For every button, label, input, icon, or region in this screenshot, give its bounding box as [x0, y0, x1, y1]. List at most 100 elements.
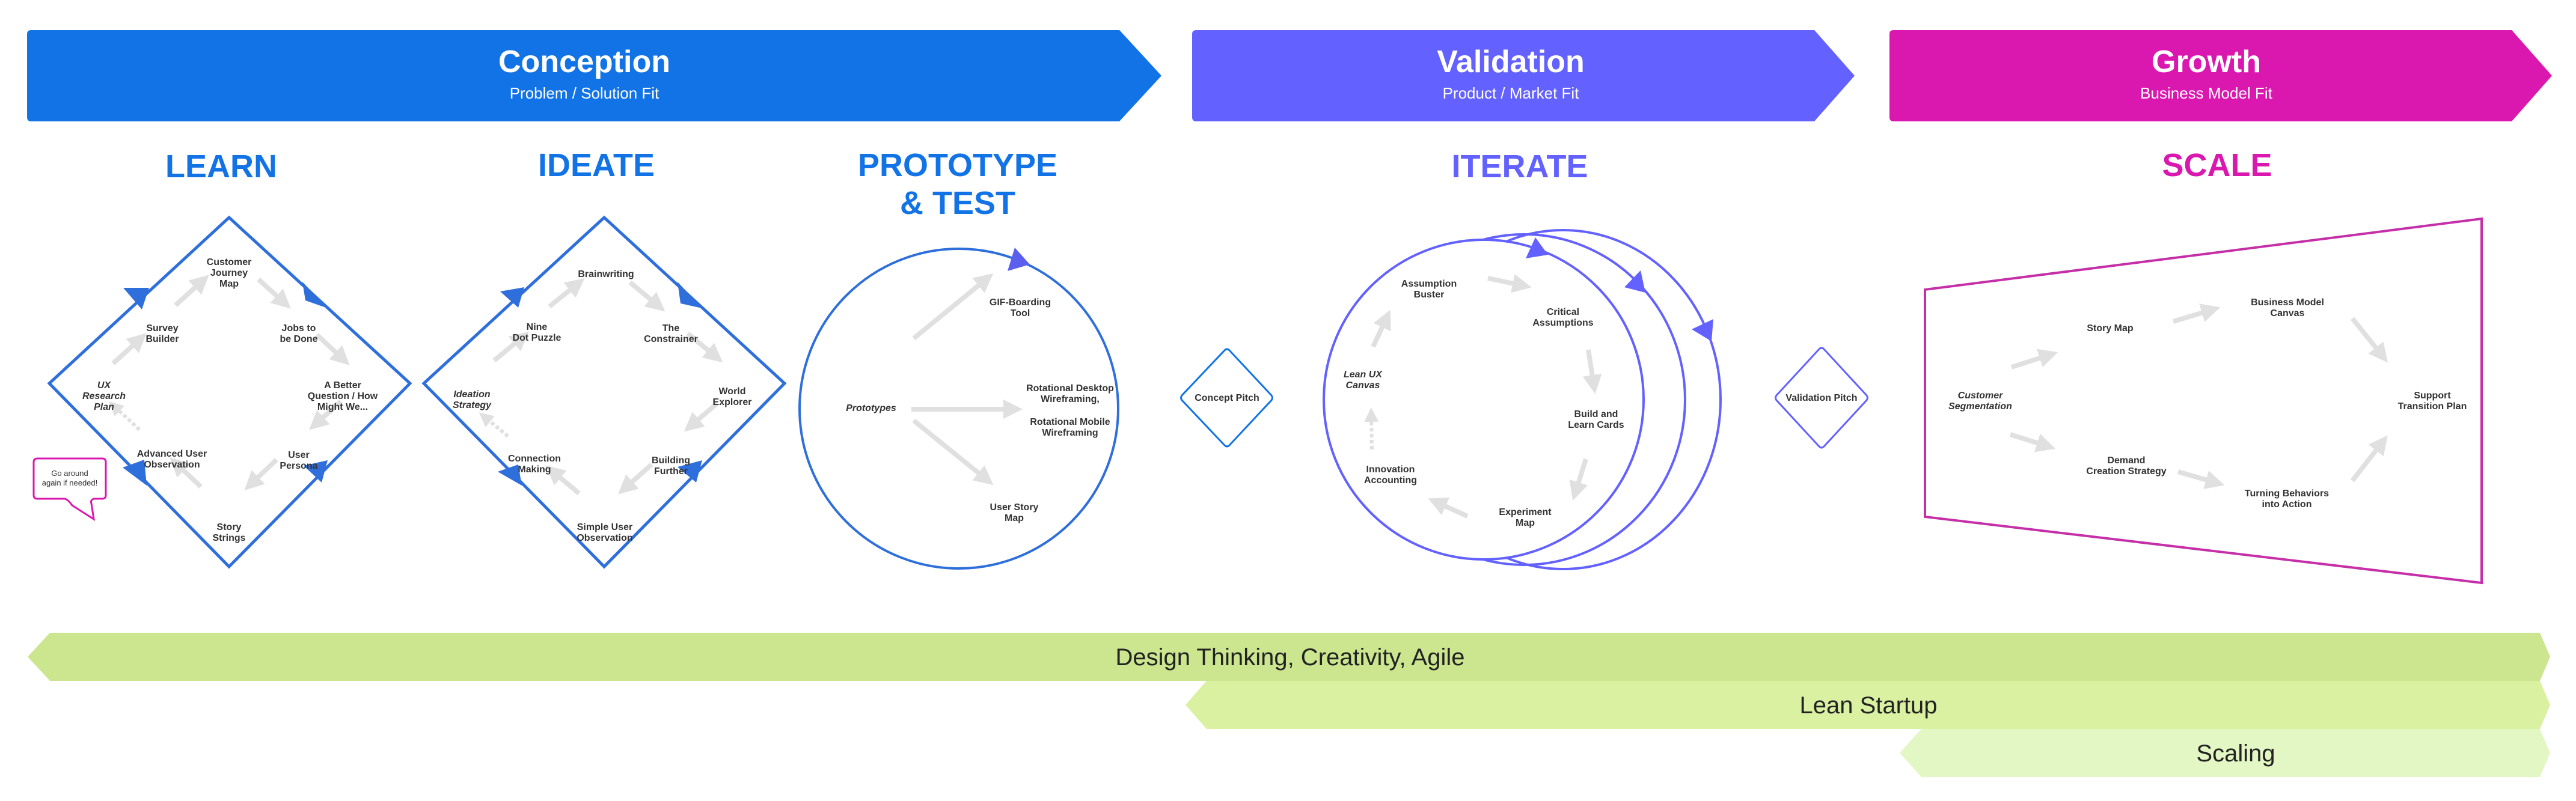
ideate-node-building-further[interactable]: Building Further: [652, 455, 690, 477]
stage-title-iterate: ITERATE: [1452, 148, 1588, 184]
ideate-node-nine-dot-puzzle[interactable]: Nine Dot Puzzle: [513, 322, 561, 343]
scale-node-turning-behaviors-into-action[interactable]: Turning Behaviors into Action: [2245, 489, 2329, 510]
node-line: Survey: [146, 323, 178, 333]
learn-node-jobs-to-be-done[interactable]: Jobs to be Done: [280, 323, 317, 344]
prototype-flow-arrow: [912, 273, 994, 341]
phase-conception: Conception Problem / Solution Fit: [27, 30, 1161, 121]
ideate-arrowhead-top-left: [500, 287, 524, 308]
node-line: Assumption: [1401, 279, 1457, 289]
node-line: Learn Cards: [1568, 420, 1624, 430]
node-line: Assumptions: [1532, 318, 1593, 328]
node-line: Support: [2414, 391, 2451, 401]
node-line: Accounting: [1364, 475, 1417, 486]
ideate-node-simple-user-observation[interactable]: Simple User Observation: [577, 522, 632, 543]
node-line: Wireframing: [1042, 428, 1098, 438]
band-scaling: Scaling: [1900, 729, 2550, 777]
learn-start-ux-research-plan[interactable]: UX Research Plan: [82, 380, 126, 412]
node-line: Wireframing,: [1041, 394, 1100, 404]
learn-flow-arrow: [111, 333, 147, 365]
learn-node-customer-journey-map[interactable]: Customer Journey Map: [207, 257, 252, 289]
iterate-node-experiment-map[interactable]: Experiment Map: [1499, 507, 1552, 528]
ideate-node-the-constrainer[interactable]: The Constrainer: [644, 323, 698, 344]
band-design-thinking: Design Thinking, Creativity, Agile: [28, 633, 2550, 681]
prototype-cycle: [798, 248, 1119, 570]
band-lean-startup-label: Lean Startup: [1799, 692, 1937, 719]
scale-funnel: [1924, 217, 2483, 585]
prototype-node-rotational-wireframing[interactable]: Rotational Desktop Wireframing, Rotation…: [1026, 383, 1114, 438]
learn-node-story-strings[interactable]: Story Strings: [212, 522, 245, 543]
scale-start-customer-segmentation[interactable]: Customer Segmentation: [1948, 391, 2012, 412]
node-line: Critical: [1547, 307, 1579, 317]
prototype-start-label: Prototypes: [846, 403, 896, 413]
node-line: Story Map: [2087, 323, 2134, 333]
node-line: Buster: [1414, 290, 1445, 300]
iterate-node-build-and-learn-cards[interactable]: Build and Learn Cards: [1568, 409, 1624, 430]
learn-start-line: Plan: [94, 402, 114, 412]
learn-node-user-persona[interactable]: User Persona: [280, 450, 317, 471]
node-line: Brainwriting: [578, 269, 634, 279]
node-line: Nine: [527, 322, 548, 332]
node-line: Creation Strategy: [2086, 466, 2166, 477]
iterate-loop-inner: [1323, 239, 1645, 561]
learn-start-line: Research: [82, 391, 126, 401]
scale-flow-arrow: [2009, 432, 2056, 452]
iterate-node-critical-assumptions[interactable]: Critical Assumptions: [1532, 307, 1593, 328]
concept-pitch-label: Concept Pitch: [1195, 393, 1259, 403]
learn-flow-arrow: [174, 275, 209, 307]
iterate-arrowhead-2: [1624, 270, 1645, 293]
node-line: Demand: [2107, 455, 2145, 466]
scale-flow-arrow: [2350, 317, 2388, 363]
band-scaling-label: Scaling: [2196, 740, 2275, 767]
speech-bubble-shape: [32, 457, 107, 522]
prototype-start-prototypes[interactable]: Prototypes: [846, 403, 896, 413]
node-line: Map: [1005, 513, 1024, 523]
scale-node-support-transition-plan[interactable]: Support Transition Plan: [2398, 391, 2467, 412]
iterate-node-assumption-buster[interactable]: Assumption Buster: [1401, 279, 1457, 300]
iterate-start-lean-ux-canvas[interactable]: Lean UX Canvas: [1344, 370, 1383, 391]
scale-node-demand-creation-strategy[interactable]: Demand Creation Strategy: [2086, 455, 2166, 477]
node-line: Build and: [1574, 409, 1618, 419]
node-line: Dot Puzzle: [513, 333, 561, 343]
phase-growth-subtitle: Business Model Fit: [2140, 84, 2272, 102]
scale-flow-arrow: [2350, 435, 2388, 483]
node-line: The: [662, 323, 680, 333]
node-line: Turning Behaviors: [2245, 489, 2329, 499]
ideate-start-ideation-strategy[interactable]: Ideation Strategy: [453, 389, 492, 410]
band-scaling-shape: [1900, 729, 2550, 777]
node-line: Might We...: [317, 402, 368, 412]
speech-bubble-line: Go around: [51, 469, 88, 478]
node-line: Business Model: [2251, 297, 2324, 308]
node-line: Constrainer: [644, 334, 698, 344]
node-line: into Action: [2262, 499, 2312, 510]
ideate-node-brainwriting[interactable]: Brainwriting: [578, 269, 634, 279]
ideate-flow-arrow: [545, 465, 581, 496]
prototype-node-user-story-map[interactable]: User Story Map: [990, 502, 1039, 523]
validation-pitch-gate[interactable]: Validation Pitch: [1775, 347, 1868, 449]
phase-growth: Growth Business Model Fit: [1889, 30, 2552, 121]
learn-node-survey-builder[interactable]: Survey Builder: [145, 323, 179, 344]
prototype-node-gif-boarding-tool[interactable]: GIF-Boarding Tool: [990, 297, 1051, 318]
phase-validation-title: Validation: [1437, 44, 1585, 79]
ideate-node-connection-making[interactable]: Connection Making: [508, 454, 561, 475]
node-line: Jobs to: [282, 323, 316, 333]
prototype-flow-arrow: [912, 418, 994, 486]
scale-node-story-map[interactable]: Story Map: [2087, 323, 2134, 333]
ideate-node-world-explorer[interactable]: World Explorer: [713, 386, 752, 407]
node-line: Innovation: [1366, 464, 1415, 475]
concept-pitch-gate[interactable]: Concept Pitch: [1180, 348, 1273, 448]
phase-validation: Validation Product / Market Fit: [1192, 30, 1855, 121]
stage-title-ideate: IDEATE: [538, 147, 655, 183]
learn-node-better-question[interactable]: A Better Question / How Might We...: [308, 380, 378, 412]
scale-node-business-model-canvas[interactable]: Business Model Canvas: [2251, 297, 2324, 318]
learn-node-advanced-user-observation[interactable]: Advanced User Observation: [137, 449, 207, 470]
band-lean-startup-shape: [1186, 681, 2550, 729]
iterate-flow-arrow: [1582, 349, 1602, 394]
iterate-arrowhead-1: [1526, 237, 1548, 258]
scale-start-line: Customer: [1958, 391, 2003, 401]
node-line: Builder: [145, 334, 179, 344]
node-line: Rotational Mobile: [1030, 417, 1110, 427]
node-line: Simple User: [577, 522, 632, 532]
iterate-node-innovation-accounting[interactable]: Innovation Accounting: [1364, 464, 1417, 486]
node-line: be Done: [280, 334, 317, 344]
node-line: Further: [654, 466, 688, 477]
